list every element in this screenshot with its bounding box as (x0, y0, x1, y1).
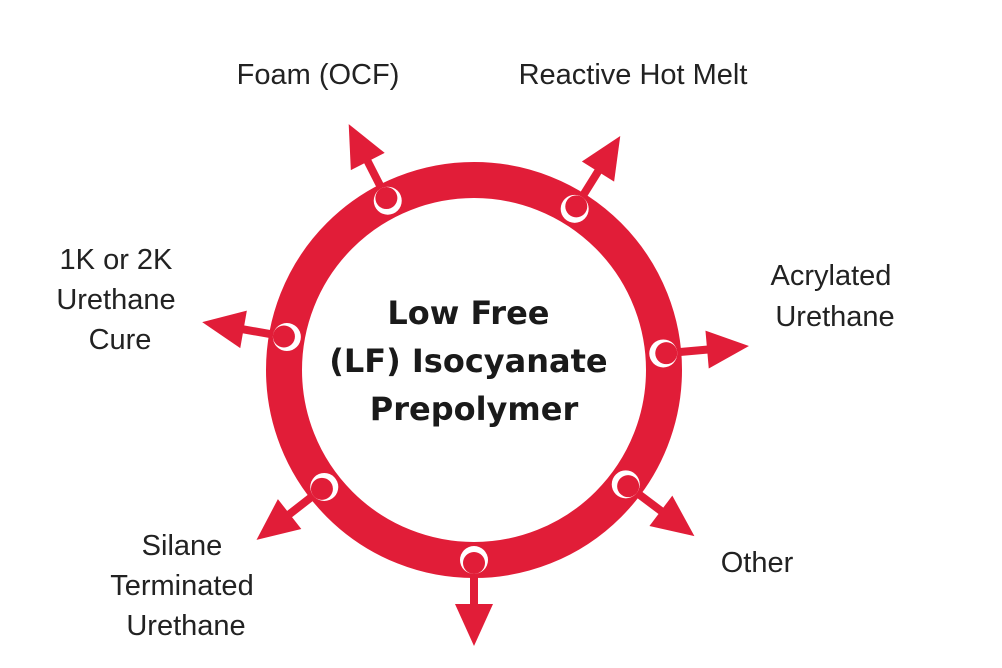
arrow-shaft-foam (362, 156, 385, 191)
label-foam: Foam (OCF) (237, 59, 400, 91)
arrow-shaft-reactive-hot-melt (578, 166, 604, 200)
center-line-2: (LF) Isocyanate (329, 342, 607, 380)
center-line-1: Low Free (387, 294, 549, 332)
arrow-shaft-silane-terminated-urethane (283, 492, 316, 520)
center-title: Low Free (LF) Isocyanate Prepolymer (329, 294, 619, 428)
connector-dot-reactive-hot-melt (565, 195, 588, 218)
arrow-head-bottom (455, 604, 493, 646)
arrow-head-1k-2k-urethane-cure (202, 310, 247, 349)
label-other: Other (721, 547, 794, 579)
arrow-head-acrylated-urethane (705, 330, 749, 369)
connector-dot-foam (375, 187, 398, 210)
connector-dot-silane-terminated-urethane (310, 477, 333, 500)
connector-dot-acrylated-urethane (655, 342, 678, 365)
center-line-3: Prepolymer (370, 390, 579, 428)
arrow-head-reactive-hot-melt (581, 135, 621, 182)
connector-dot-bottom (463, 552, 485, 574)
arrow-shaft-other (634, 489, 667, 517)
connector-dot-other (617, 475, 640, 498)
arrow-shaft-acrylated-urethane (676, 345, 712, 357)
arrow-shaft-1k-2k-urethane-cure (238, 324, 274, 339)
ring-connectors (272, 186, 678, 574)
label-reactive-hot-melt: Reactive Hot Melt (519, 59, 748, 91)
arrow-head-foam (348, 124, 385, 171)
arrow-head-other (649, 495, 695, 537)
output-arrows (202, 124, 749, 646)
label-acrylated-urethane: Acrylated Urethane (771, 260, 900, 333)
connector-dot-1k-2k-urethane-cure (272, 325, 295, 348)
arrow-head-silane-terminated-urethane (256, 499, 302, 540)
label-1k-2k-urethane-cure: 1K or 2K Urethane Cure (56, 244, 183, 356)
label-silane-terminated-urethane: Silane Terminated Urethane (110, 530, 262, 642)
